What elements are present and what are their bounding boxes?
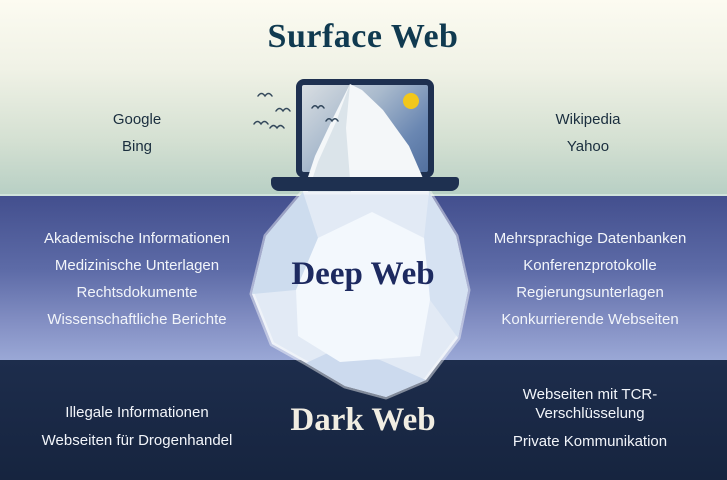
deep-left-item: Wissenschaftliche Berichte: [47, 311, 227, 328]
deep-right-item: Regierungsunterlagen: [516, 284, 664, 301]
surface-web-title: Surface Web: [267, 18, 459, 55]
waterline: [0, 194, 727, 196]
deep-right-item: Konferenzprotokolle: [523, 257, 657, 274]
dark-left-item: Illegale Informationen: [65, 404, 209, 421]
dark-left-item: Webseiten für Drogenhandel: [41, 432, 233, 449]
deep-left-item: Medizinische Unterlagen: [54, 257, 220, 274]
dark-right-item: Private Kommunikation: [512, 433, 668, 450]
dark-right-labels: Webseiten mit TCR-Verschlüsselung Privat…: [486, 385, 694, 460]
surface-left-labels: Google Bing: [37, 106, 237, 160]
deep-left-item: Rechtsdokumente: [76, 284, 198, 301]
surface-right-labels: Wikipedia Yahoo: [488, 106, 688, 160]
label-yahoo: Yahoo: [566, 138, 610, 155]
sun-icon: [403, 93, 419, 109]
deep-left-labels: Akademische Informationen Medizinische U…: [12, 225, 262, 333]
deep-right-labels: Mehrsprachige Datenbanken Konferenzproto…: [465, 225, 715, 333]
deep-right-item: Konkurrierende Webseiten: [501, 311, 679, 328]
deep-web-title: Deep Web: [291, 256, 435, 292]
dark-right-item: Webseiten mit TCR-Verschlüsselung: [522, 386, 658, 422]
deep-right-item: Mehrsprachige Datenbanken: [493, 230, 687, 247]
deep-left-item: Akademische Informationen: [44, 230, 230, 247]
label-google: Google: [112, 111, 162, 128]
label-wikipedia: Wikipedia: [555, 111, 621, 128]
laptop-base: [271, 177, 459, 191]
dark-web-title: Dark Web: [290, 402, 436, 438]
label-bing: Bing: [121, 138, 153, 155]
dark-left-labels: Illegale Informationen Webseiten für Dro…: [17, 399, 257, 455]
